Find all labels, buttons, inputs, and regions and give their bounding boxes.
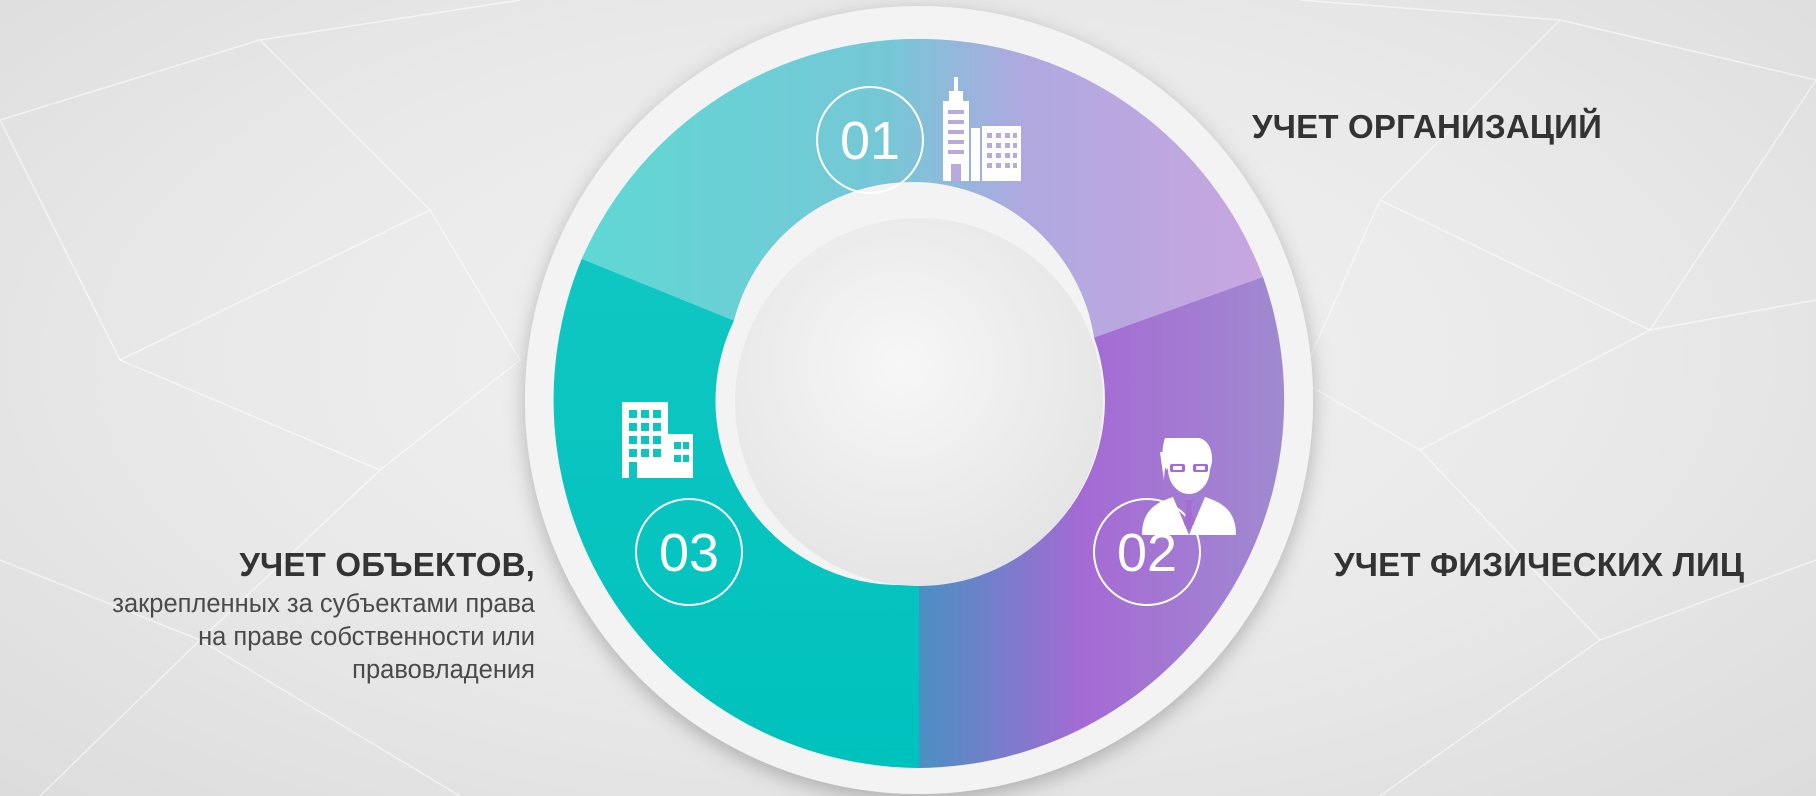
- svg-text:01: 01: [840, 111, 900, 171]
- number-badge-01: 01: [816, 86, 924, 194]
- label-individuals: УЧЕТ ФИЗИЧЕСКИХ ЛИЦ: [1334, 546, 1745, 583]
- number-badge-03: 03: [635, 498, 743, 606]
- objects-description: закрепленных за субъектами права на прав…: [0, 588, 535, 687]
- center-circle: [735, 218, 1103, 586]
- label-organizations: УЧЕТ ОРГАНИЗАЦИЙ: [1252, 108, 1602, 145]
- office-building-icon: [622, 402, 693, 478]
- description-line: правовладения: [352, 656, 535, 684]
- city-buildings-icon: [943, 77, 1021, 181]
- label-objects: УЧЕТ ОБЪЕКТОВ,: [239, 546, 535, 583]
- segment-01: [581, 38, 1263, 338]
- svg-text:03: 03: [659, 523, 719, 583]
- businessman-icon: [1142, 438, 1236, 535]
- segment-02: [919, 276, 1285, 768]
- description-line: на праве собственности или: [198, 623, 535, 651]
- description-line: закрепленных за субъектами права: [112, 590, 535, 618]
- segment-03: [553, 258, 919, 768]
